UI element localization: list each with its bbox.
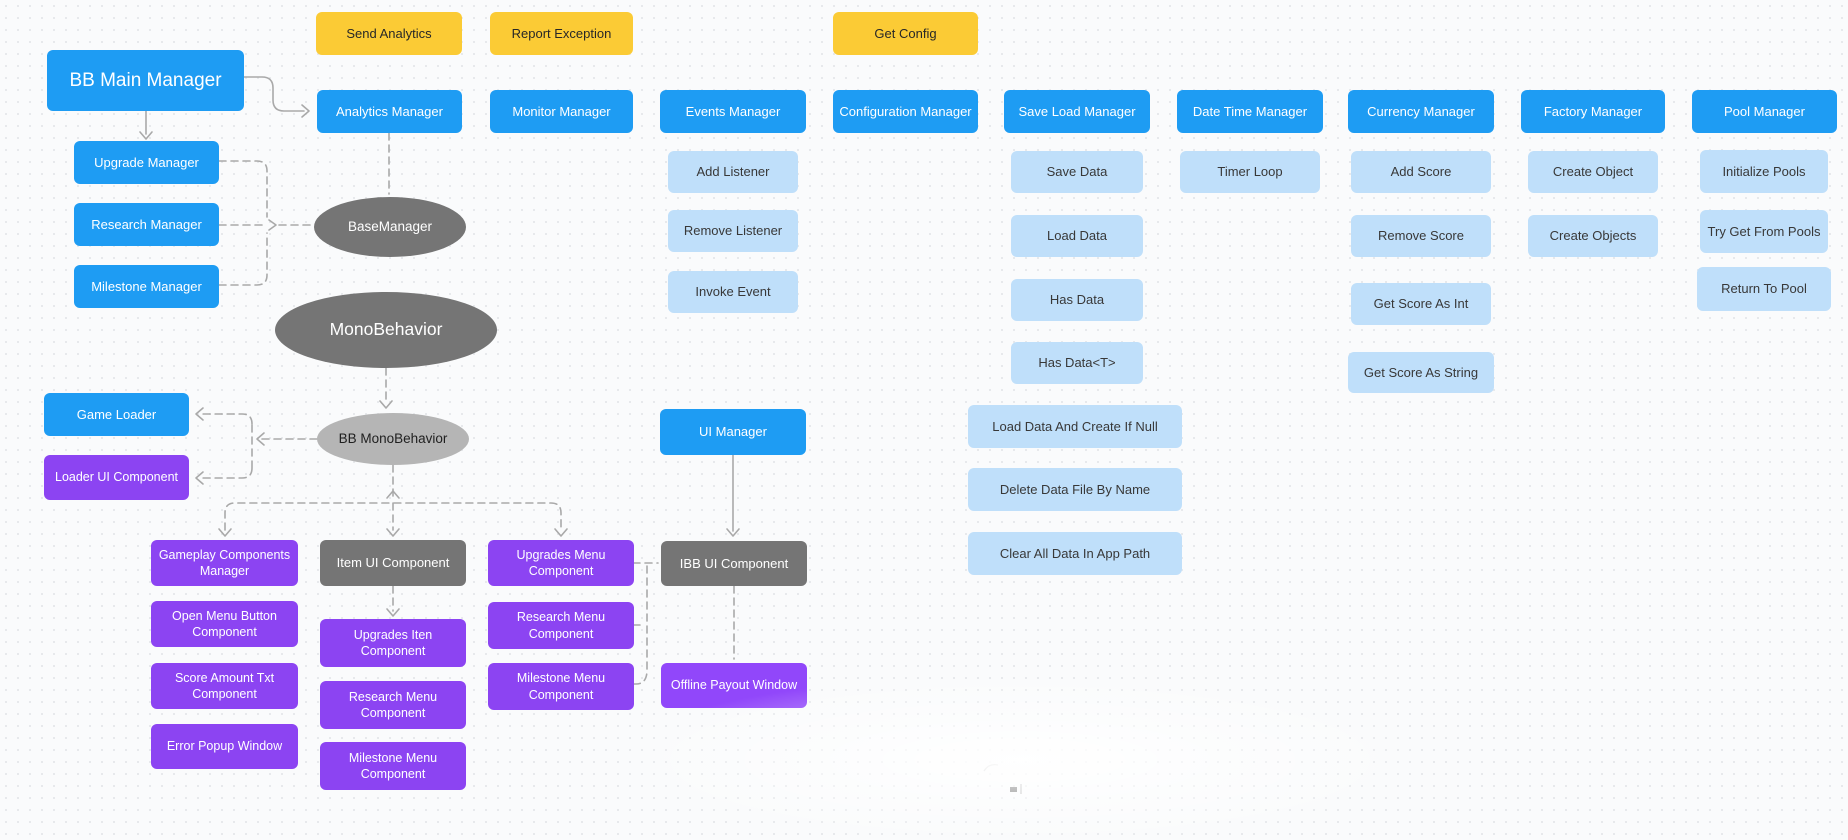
node-score-amount-txt-component[interactable]: Score Amount Txt Component: [151, 663, 298, 709]
node-pool-manager[interactable]: Pool Manager: [1692, 90, 1837, 133]
node-events-manager[interactable]: Events Manager: [660, 90, 806, 133]
node-monitor-manager[interactable]: Monitor Manager: [490, 90, 633, 133]
arrowhead-loaderui: [195, 471, 204, 485]
node-get-config[interactable]: Get Config: [833, 12, 978, 55]
node-upgrades-menu-component[interactable]: Upgrades Menu Component: [488, 540, 634, 586]
node-game-loader[interactable]: Game Loader: [44, 393, 189, 436]
arrowhead-research-basemanager: [268, 219, 277, 231]
arrowhead-bbmono-junction: [256, 432, 265, 446]
node-save-data[interactable]: Save Data: [1011, 151, 1143, 193]
arrowhead-trunk-up: [386, 490, 400, 499]
arrowhead-upgradesmenu-down: [554, 528, 568, 537]
arrowhead-bbmain-analytics: [301, 104, 310, 118]
node-create-objects[interactable]: Create Objects: [1528, 215, 1658, 257]
link-upgrade-junction: [218, 160, 268, 218]
node-milestone-menu-component-right[interactable]: Milestone Menu Component: [488, 663, 634, 710]
node-currency-manager[interactable]: Currency Manager: [1348, 90, 1494, 133]
arrowhead-mono-bbmono: [379, 400, 393, 409]
node-ui-manager[interactable]: UI Manager: [660, 409, 806, 455]
node-get-score-as-string[interactable]: Get Score As String: [1348, 352, 1494, 393]
node-report-exception[interactable]: Report Exception: [490, 12, 633, 55]
node-return-to-pool[interactable]: Return To Pool: [1697, 267, 1831, 311]
node-timer-loop[interactable]: Timer Loop: [1180, 151, 1320, 193]
arrowhead-uimanager-ibb: [726, 528, 740, 537]
node-add-listener[interactable]: Add Listener: [668, 151, 798, 193]
arrowhead-gameloader: [195, 407, 204, 421]
node-load-data-and-create-if-null[interactable]: Load Data And Create If Null: [968, 405, 1182, 448]
node-research-menu-component-right[interactable]: Research Menu Component: [488, 602, 634, 649]
link-bbmono-left: [200, 413, 318, 479]
node-offline-payout-window[interactable]: Offline Payout Window: [661, 663, 807, 708]
node-remove-listener[interactable]: Remove Listener: [668, 210, 798, 252]
node-load-data[interactable]: Load Data: [1011, 215, 1143, 257]
node-error-popup-window[interactable]: Error Popup Window: [151, 724, 298, 769]
arrowhead-gameplay-down: [218, 528, 232, 537]
node-analytics-manager[interactable]: Analytics Manager: [317, 90, 462, 133]
node-get-score-as-int[interactable]: Get Score As Int: [1351, 283, 1491, 325]
node-configuration-manager[interactable]: Configuration Manager: [833, 90, 978, 133]
node-send-analytics[interactable]: Send Analytics: [316, 12, 462, 55]
node-upgrade-manager[interactable]: Upgrade Manager: [74, 141, 219, 184]
ellipse-mono-behavior[interactable]: MonoBehavior: [275, 292, 497, 368]
node-has-data[interactable]: Has Data: [1011, 279, 1143, 321]
node-remove-score[interactable]: Remove Score: [1351, 215, 1491, 257]
node-open-menu-button-component[interactable]: Open Menu Button Component: [151, 601, 298, 647]
node-research-manager[interactable]: Research Manager: [74, 203, 219, 246]
link-milestone-junction: [218, 232, 268, 286]
node-item-ui-component[interactable]: Item UI Component: [320, 540, 466, 586]
ellipse-bb-mono-behavior[interactable]: BB MonoBehavior: [317, 413, 469, 465]
node-milestone-menu-component-mid[interactable]: Milestone Menu Component: [320, 742, 466, 790]
node-factory-manager[interactable]: Factory Manager: [1521, 90, 1665, 133]
link-upgradesmenu-ibb: [632, 562, 659, 685]
node-add-score[interactable]: Add Score: [1351, 151, 1491, 193]
node-gameplay-components-manager[interactable]: Gameplay Components Manager: [151, 540, 298, 586]
node-loader-ui-component[interactable]: Loader UI Component: [44, 455, 189, 500]
arrowhead-itemui-down: [386, 528, 400, 537]
node-has-data-generic[interactable]: Has Data<T>: [1011, 342, 1143, 384]
node-create-object[interactable]: Create Object: [1528, 151, 1658, 193]
node-save-load-manager[interactable]: Save Load Manager: [1004, 90, 1150, 133]
node-date-time-manager[interactable]: Date Time Manager: [1177, 90, 1323, 133]
arrowhead-upgradesiten-down: [386, 608, 400, 617]
node-clear-all-data-in-app-path[interactable]: Clear All Data In App Path: [968, 532, 1182, 575]
node-delete-data-file-by-name[interactable]: Delete Data File By Name: [968, 468, 1182, 511]
node-milestone-manager[interactable]: Milestone Manager: [74, 265, 219, 308]
arrowhead-bbmain-upgrade: [139, 131, 153, 140]
node-bb-main-manager[interactable]: BB Main Manager: [47, 50, 244, 111]
node-ibb-ui-component[interactable]: IBB UI Component: [661, 541, 807, 586]
node-invoke-event[interactable]: Invoke Event: [668, 271, 798, 313]
node-upgrades-iten-component[interactable]: Upgrades Iten Component: [320, 619, 466, 667]
pen-smudges: [983, 764, 1022, 794]
link-bbmono-children: [224, 464, 562, 531]
ellipse-base-manager[interactable]: BaseManager: [314, 197, 466, 257]
node-research-menu-component-mid[interactable]: Research Menu Component: [320, 681, 466, 729]
arrow-bbmain-analytics: [243, 76, 305, 112]
node-initialize-pools[interactable]: Initialize Pools: [1700, 150, 1828, 193]
node-try-get-from-pools[interactable]: Try Get From Pools: [1700, 210, 1828, 253]
